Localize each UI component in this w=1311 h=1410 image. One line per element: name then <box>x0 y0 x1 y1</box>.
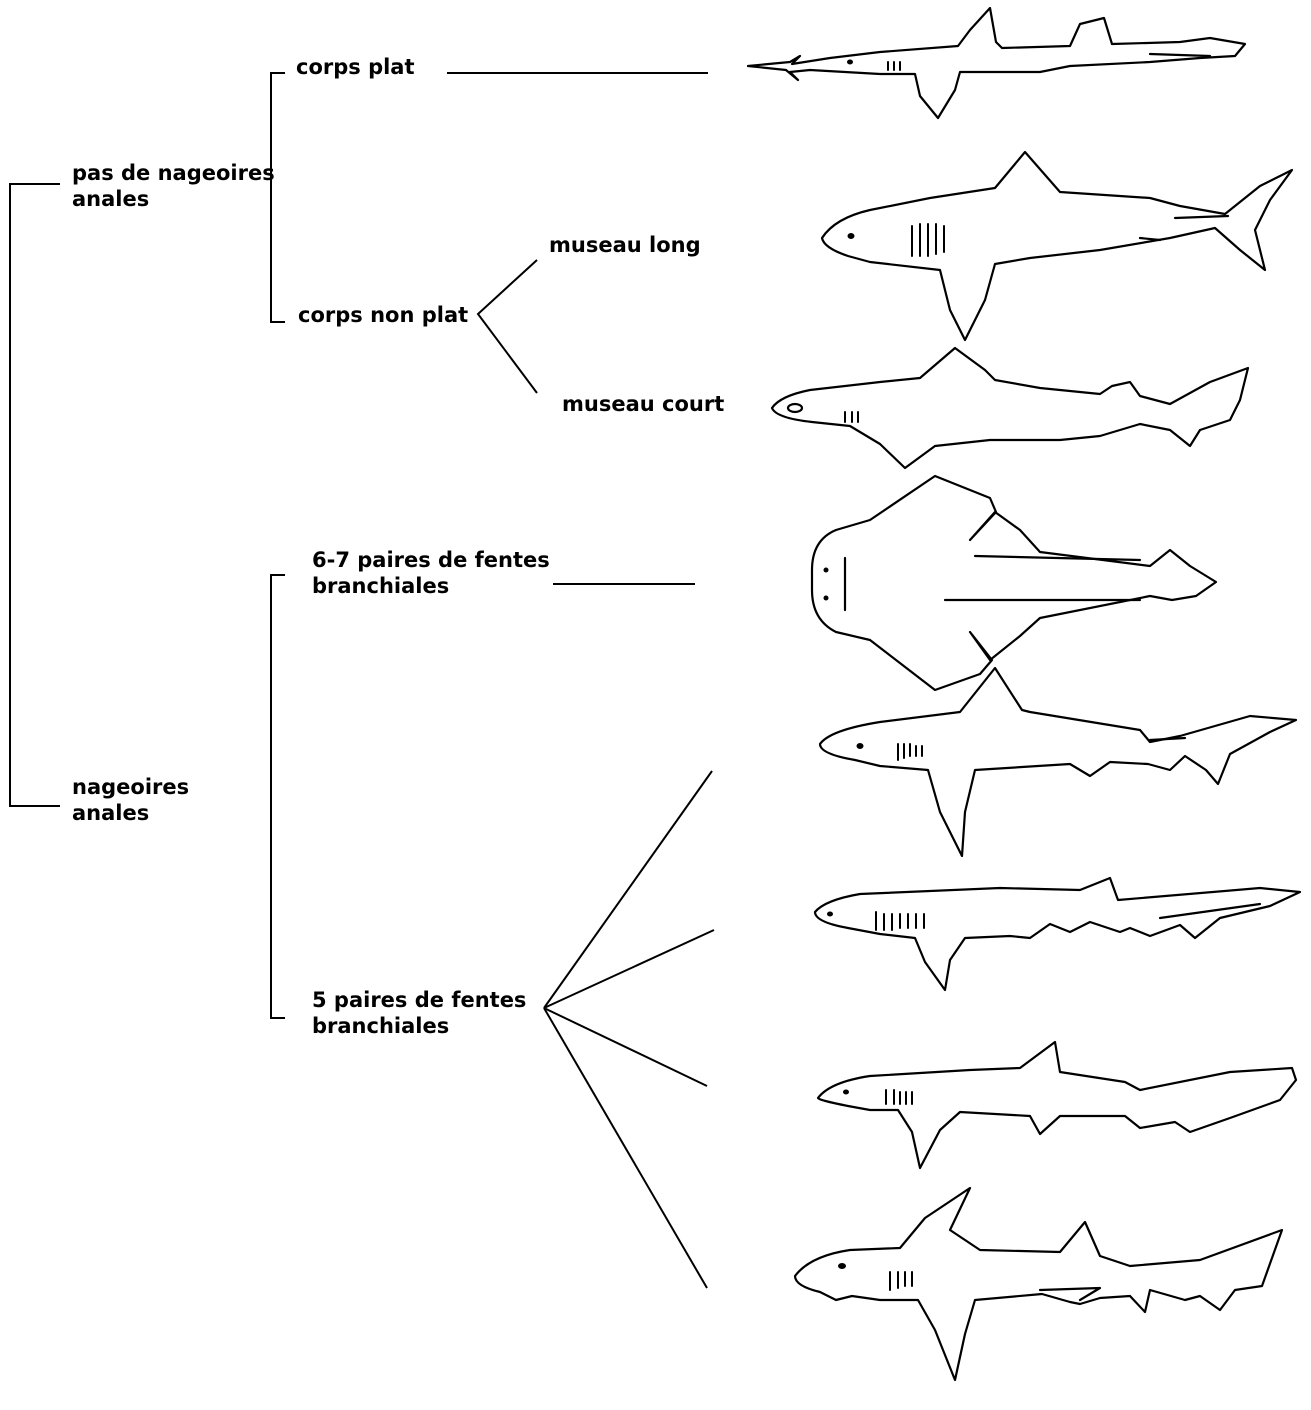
houndshark-icon <box>818 1042 1296 1168</box>
angel-shark-icon <box>812 476 1216 690</box>
catshark-icon <box>815 878 1300 990</box>
sand-tiger-shark-icon <box>795 1188 1282 1380</box>
basking-shark-icon <box>822 152 1292 340</box>
sawshark-icon <box>748 8 1245 118</box>
requiem-shark-icon <box>820 668 1296 856</box>
dogfish-shark-icon <box>772 348 1248 468</box>
